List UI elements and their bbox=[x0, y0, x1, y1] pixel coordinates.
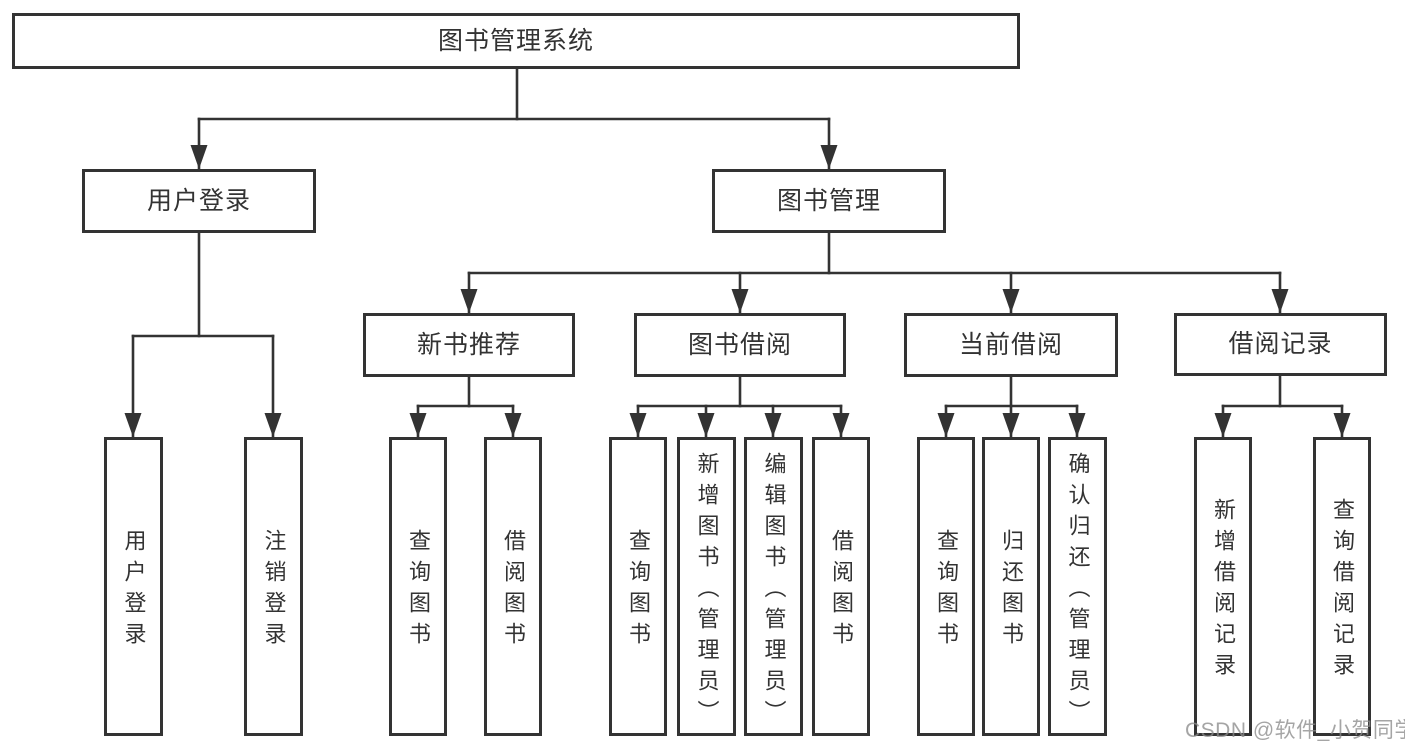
node-bb-query-books: 查询图书 bbox=[609, 437, 667, 736]
node-logout-action: 注销登录 bbox=[244, 437, 303, 736]
node-label-borrowing-records: 借阅记录 bbox=[1228, 330, 1333, 358]
node-label-root: 图书管理系统 bbox=[437, 26, 594, 55]
arrowhead-icon bbox=[504, 413, 522, 437]
node-label-cb-query-books: 查询图书 bbox=[934, 529, 959, 653]
arrowhead-icon bbox=[1214, 413, 1232, 437]
node-label-book-borrowing: 图书借阅 bbox=[687, 330, 792, 359]
node-label-bb-edit-books-admin: 编辑图书（管理员） bbox=[761, 451, 787, 731]
arrowhead-icon bbox=[409, 413, 427, 437]
node-bb-borrow-books: 借阅图书 bbox=[812, 437, 870, 736]
arrowhead-icon bbox=[264, 413, 282, 437]
arrowhead-icon bbox=[190, 145, 208, 169]
node-cb-query-books: 查询图书 bbox=[917, 437, 975, 736]
node-bb-edit-books-admin: 编辑图书（管理员） bbox=[744, 437, 803, 736]
node-label-nbr-query-books: 查询图书 bbox=[406, 529, 431, 653]
arrowhead-icon bbox=[460, 289, 478, 313]
node-login-action: 用户登录 bbox=[104, 437, 163, 736]
node-current-borrowing: 当前借阅 bbox=[904, 313, 1118, 377]
node-label-br-add-record: 新增借阅记录 bbox=[1211, 498, 1236, 684]
node-label-login-action: 用户登录 bbox=[121, 529, 147, 653]
node-label-nbr-borrow-books: 借阅图书 bbox=[501, 529, 526, 653]
node-cb-return-books: 归还图书 bbox=[982, 437, 1040, 736]
node-br-query-record: 查询借阅记录 bbox=[1313, 437, 1371, 736]
arrowhead-icon bbox=[820, 145, 838, 169]
arrowhead-icon bbox=[629, 413, 647, 437]
arrowhead-icon bbox=[697, 413, 715, 437]
node-user-login: 用户登录 bbox=[82, 169, 316, 233]
node-br-add-record: 新增借阅记录 bbox=[1194, 437, 1252, 736]
arrowhead-icon bbox=[1002, 289, 1020, 313]
node-label-bb-borrow-books: 借阅图书 bbox=[829, 529, 854, 653]
arrowhead-icon bbox=[937, 413, 955, 437]
arrowhead-icon bbox=[731, 289, 749, 313]
node-label-cb-confirm-return-admin: 确认归还（管理员） bbox=[1065, 451, 1091, 731]
arrowhead-icon bbox=[1002, 413, 1020, 437]
arrowhead-icon bbox=[1333, 413, 1351, 437]
node-book-borrowing: 图书借阅 bbox=[634, 313, 846, 377]
node-bb-add-books-admin: 新增图书（管理员） bbox=[677, 437, 736, 736]
arrowhead-icon bbox=[832, 413, 850, 437]
node-label-br-query-record: 查询借阅记录 bbox=[1330, 498, 1355, 684]
arrowhead-icon bbox=[124, 413, 142, 437]
node-nbr-query-books: 查询图书 bbox=[389, 437, 447, 736]
node-label-logout-action: 注销登录 bbox=[261, 529, 287, 653]
node-borrowing-records: 借阅记录 bbox=[1174, 313, 1387, 376]
node-label-cb-return-books: 归还图书 bbox=[999, 529, 1024, 653]
arrowhead-icon bbox=[1068, 413, 1086, 437]
node-label-bb-query-books: 查询图书 bbox=[626, 529, 651, 653]
node-new-book-recommend: 新书推荐 bbox=[363, 313, 575, 377]
node-label-new-book-recommend: 新书推荐 bbox=[416, 330, 521, 359]
watermark: CSDN @软件_小贺同学 bbox=[1185, 719, 1405, 742]
node-label-user-login: 用户登录 bbox=[146, 186, 251, 215]
arrowhead-icon bbox=[1271, 289, 1289, 313]
node-label-book-management: 图书管理 bbox=[776, 186, 881, 215]
arrowhead-icon bbox=[764, 413, 782, 437]
node-root: 图书管理系统 bbox=[12, 13, 1020, 69]
node-label-current-borrowing: 当前借阅 bbox=[958, 330, 1063, 359]
node-nbr-borrow-books: 借阅图书 bbox=[484, 437, 542, 736]
node-cb-confirm-return-admin: 确认归还（管理员） bbox=[1048, 437, 1107, 736]
node-book-management: 图书管理 bbox=[712, 169, 946, 233]
node-label-bb-add-books-admin: 新增图书（管理员） bbox=[694, 451, 720, 731]
